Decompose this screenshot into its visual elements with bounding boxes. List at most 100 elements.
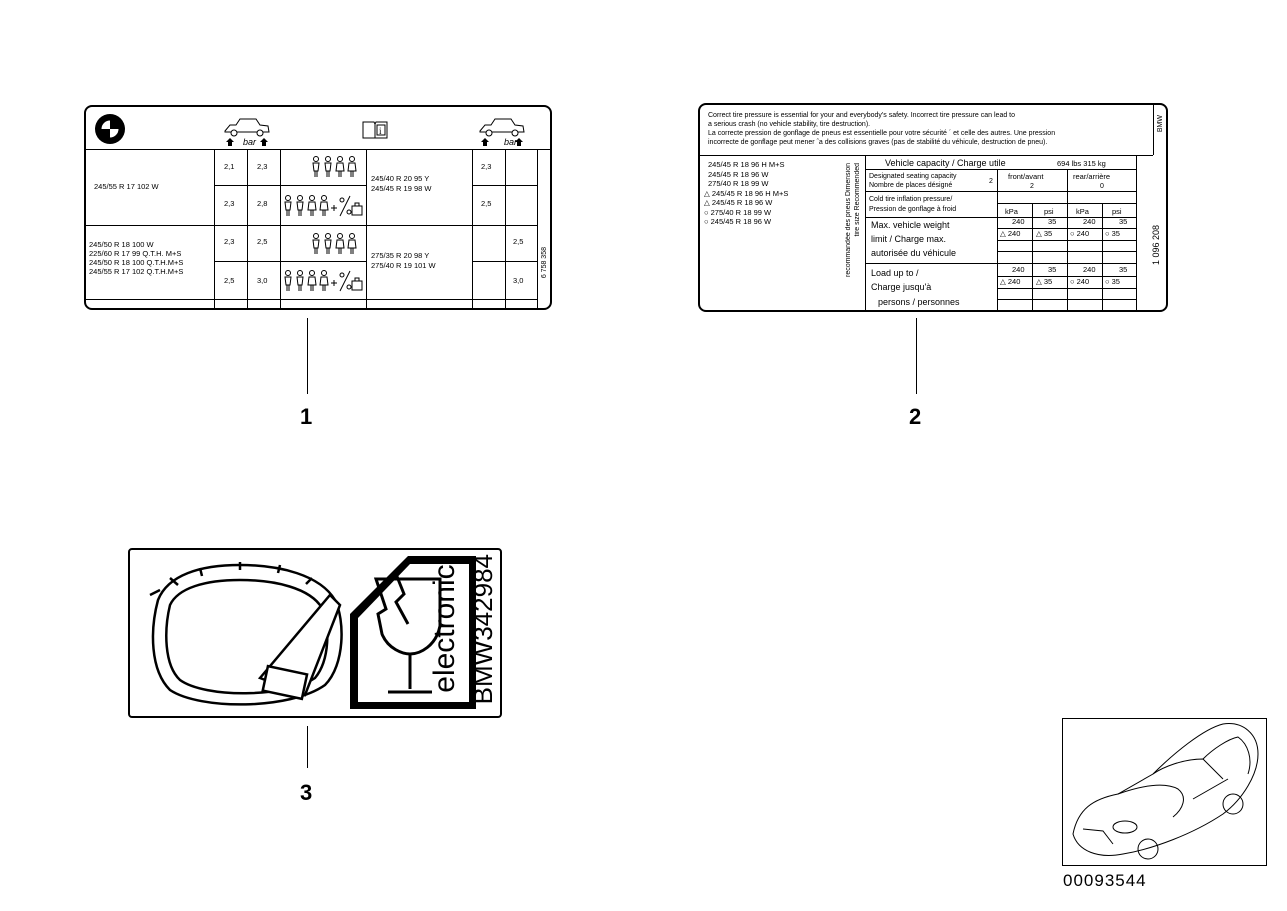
tire-size-list: 245/45 R 18 96 H M+S 245/45 R 18 96 W 27… bbox=[704, 160, 788, 227]
warning-line-3: La correcte pression de gonflage de pneu… bbox=[708, 130, 1056, 137]
max-weight-label: limit / Charge max. bbox=[871, 234, 947, 244]
pressure-value: 35 bbox=[1048, 217, 1057, 226]
unit-psi: psi bbox=[1044, 207, 1054, 216]
brand-mark: BMW bbox=[1157, 115, 1164, 133]
part-code-text: BMW342984 bbox=[468, 554, 498, 705]
load-label: Charge jusqu'à bbox=[871, 282, 932, 292]
max-weight-label: autorisée du véhicule bbox=[871, 248, 957, 258]
fragile-glass-icon bbox=[350, 556, 476, 709]
tire-size-l2: 245/50 R 18 100 W bbox=[89, 240, 154, 249]
pressure-value: 3,0 bbox=[513, 276, 524, 285]
two-occupants-icon bbox=[312, 156, 357, 177]
callout-2: 2 bbox=[909, 404, 922, 429]
tire-sensor-icon bbox=[149, 562, 343, 706]
pressure-value: 2,8 bbox=[257, 199, 268, 208]
pressure-value: 240 bbox=[1012, 217, 1025, 226]
unit-kpa: kPa bbox=[1005, 207, 1018, 216]
part-number-2: 1 096 208 bbox=[1151, 225, 1161, 266]
part-number-1: 6 758 358 bbox=[541, 247, 548, 279]
pressure-value: 2,5 bbox=[513, 237, 524, 246]
unit-kpa: kPa bbox=[1076, 207, 1089, 216]
seating-label-fr: Nombre de places désigné bbox=[869, 182, 953, 189]
pressure-value: 35 bbox=[1048, 265, 1057, 274]
load-label: persons / personnes bbox=[878, 297, 960, 307]
pressure-value: 2,3 bbox=[481, 162, 492, 171]
tire-size-entry: ○ 245/45 R 18 96 W bbox=[704, 217, 772, 226]
car-outline-icon bbox=[1072, 723, 1259, 860]
tire-size-entry: 245/45 R 18 96 H M+S bbox=[708, 160, 785, 169]
pressure-value: △ 240 bbox=[1000, 277, 1021, 286]
full-load-icon bbox=[284, 195, 363, 217]
unit-psi: psi bbox=[1112, 207, 1122, 216]
tire-size-entry: 275/40 R 18 99 W bbox=[708, 179, 769, 188]
full-load-icon bbox=[284, 270, 363, 292]
pressure-value: 35 bbox=[1119, 217, 1128, 226]
rear-axle-label: rear/arrière bbox=[1073, 172, 1111, 181]
tire-size-entry: 245/45 R 18 96 W bbox=[708, 169, 769, 179]
seating-label-en: Designated seating capacity bbox=[869, 173, 957, 180]
tire-size-l1: 245/55 R 17 102 W bbox=[94, 182, 159, 191]
load-label: Load up to / bbox=[871, 268, 919, 278]
pressure-value: 2,5 bbox=[224, 276, 235, 285]
owners-manual-icon: i bbox=[362, 121, 388, 139]
leader-line-3 bbox=[307, 726, 308, 768]
callout-1: 1 bbox=[300, 404, 313, 429]
leader-line-1 bbox=[307, 318, 308, 394]
warning-line-1: Correct tire pressure is essential for y… bbox=[708, 112, 1016, 119]
car-loaded-icon bbox=[479, 118, 525, 146]
warning-line-4: incorrecte de gonflage peut mener ˆa des… bbox=[708, 139, 1048, 146]
callout-3: 3 bbox=[300, 780, 313, 805]
pressure-value: △ 35 bbox=[1036, 229, 1053, 238]
recommended-tire-size-en: tire size Recommended bbox=[854, 163, 861, 237]
max-weight-label: Max. vehicle weight bbox=[871, 220, 950, 230]
tire-pressure-label-1: bar i bar 245/55 R 17 102 W 245/50 R 18 … bbox=[84, 105, 552, 310]
pressure-value: 240 bbox=[1083, 217, 1096, 226]
leader-line-2 bbox=[916, 318, 917, 394]
unit-bar-label-1: bar bbox=[243, 137, 257, 147]
vehicle-capacity-value: 694 lbs 315 kg bbox=[1057, 159, 1106, 168]
pressure-value: 2,1 bbox=[224, 162, 235, 171]
two-occupants-icon bbox=[312, 233, 357, 254]
pressure-value: ○ 35 bbox=[1105, 229, 1120, 238]
front-seats: 2 bbox=[1030, 183, 1034, 190]
pressure-value: ○ 35 bbox=[1105, 277, 1120, 286]
bmw-logo-icon bbox=[95, 114, 125, 144]
pressure-value: 2,5 bbox=[257, 237, 268, 246]
electronic-warning-label: electronic! BMW342984 bbox=[128, 548, 502, 718]
tire-size-l3: 225/60 R 17 99 Q.T.H. M+S bbox=[89, 249, 182, 258]
tire-size-entry: △ 245/45 R 18 96 H M+S bbox=[704, 188, 789, 198]
recommended-tire-size-fr: recommandée des pneus Dimension bbox=[845, 163, 852, 278]
pressure-value: △ 240 bbox=[1000, 229, 1021, 238]
front-axle-label: front/avant bbox=[1008, 172, 1044, 181]
tire-size-entry: △ 245/45 R 18 96 W bbox=[704, 198, 773, 207]
tire-size-entry: ○ 275/40 R 18 99 W bbox=[704, 207, 772, 217]
cold-pressure-label-en: Cold tire inflation pressure/ bbox=[869, 196, 953, 203]
tire-size-l5: 245/55 R 17 102 Q.T.H.M+S bbox=[89, 267, 184, 276]
tire-size-r4: 275/40 R 19 101 W bbox=[371, 261, 436, 270]
tire-size-l4: 245/50 R 18 100 Q.T.H.M+S bbox=[89, 258, 184, 267]
pressure-value: 3,0 bbox=[257, 276, 268, 285]
tire-size-r2: 245/45 R 19 98 W bbox=[371, 184, 432, 193]
vehicle-thumbnail bbox=[1062, 718, 1267, 866]
diagram-number: 00093544 bbox=[1063, 871, 1147, 890]
pressure-value: 35 bbox=[1119, 265, 1128, 274]
pressure-value: ○ 240 bbox=[1070, 277, 1090, 286]
pressure-value: 240 bbox=[1083, 265, 1096, 274]
seating-total: 2 bbox=[989, 178, 993, 185]
pressure-value: ○ 240 bbox=[1070, 229, 1090, 238]
pressure-value: 2,5 bbox=[481, 199, 492, 208]
tire-pressure-label-2: Correct tire pressure is essential for y… bbox=[698, 103, 1168, 312]
tire-size-r3: 275/35 R 20 98 Y bbox=[371, 251, 430, 260]
pressure-value: 2,3 bbox=[224, 199, 235, 208]
electronic-text: electronic! bbox=[428, 556, 461, 693]
pressure-value: 2,3 bbox=[224, 237, 235, 246]
warning-line-2: a serious crash (no vehicle stability, t… bbox=[708, 121, 871, 128]
car-unloaded-icon bbox=[224, 118, 270, 146]
pressure-value: 2,3 bbox=[257, 162, 268, 171]
vehicle-capacity-label: Vehicle capacity / Charge utile bbox=[885, 158, 1006, 168]
cold-pressure-label-fr: Pression de gonflage à froid bbox=[869, 206, 957, 213]
tire-size-r1: 245/40 R 20 95 Y bbox=[371, 174, 430, 183]
unit-bar-label-2: bar bbox=[504, 137, 518, 147]
rear-seats: 0 bbox=[1100, 183, 1104, 190]
pressure-value: △ 35 bbox=[1036, 277, 1053, 286]
